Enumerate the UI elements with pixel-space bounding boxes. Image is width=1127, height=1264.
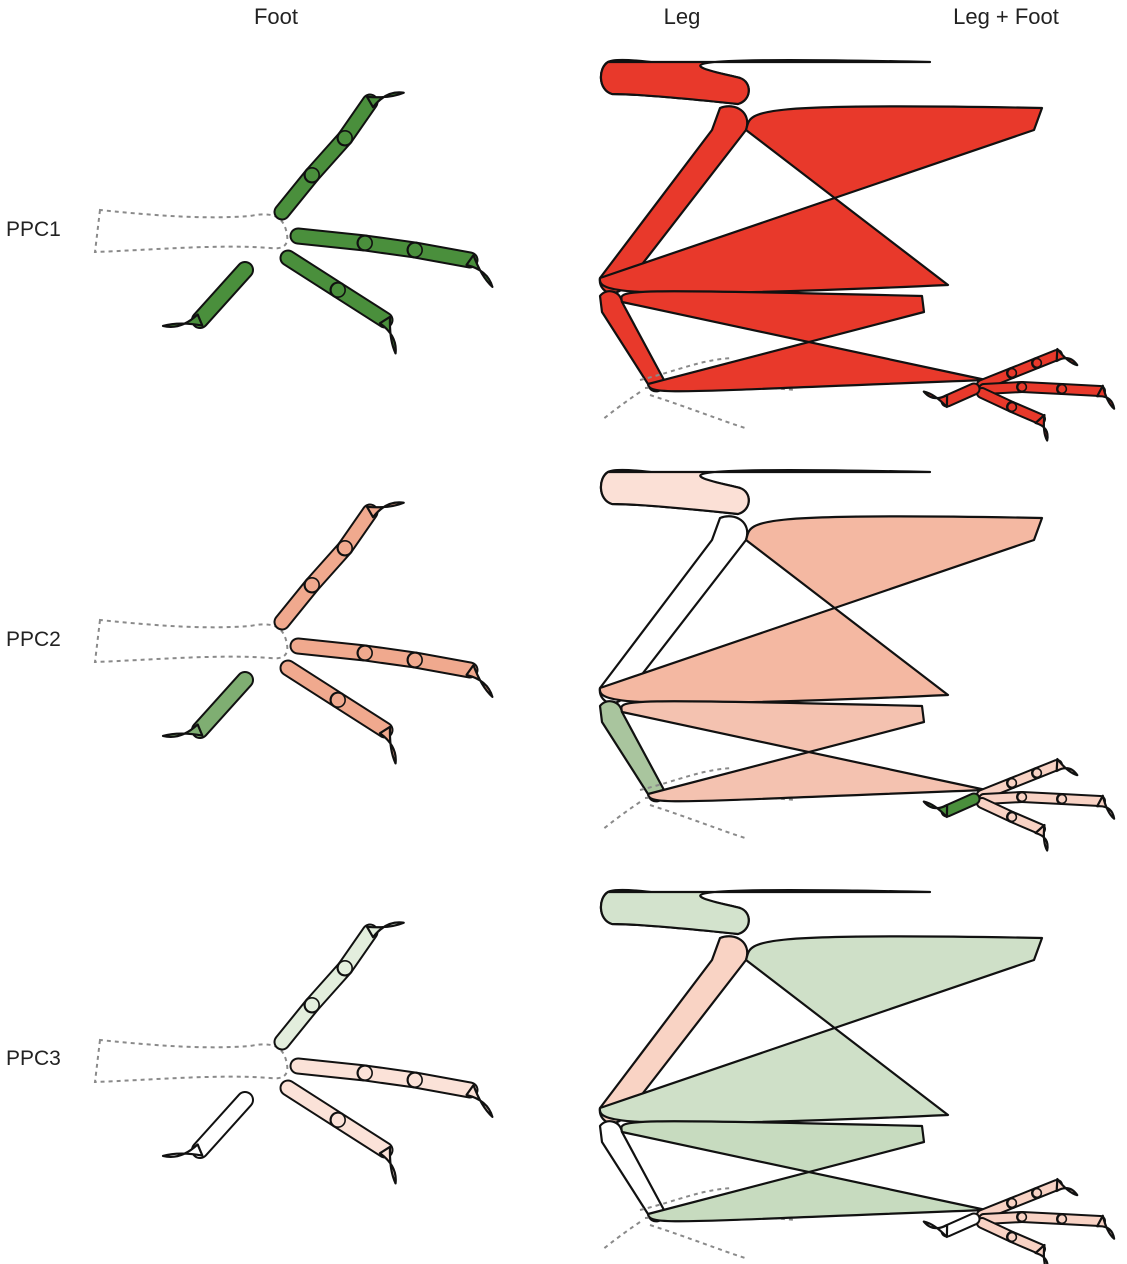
- foot-digit3-claw: [467, 665, 493, 697]
- foot-digit3-phalanx-1: [298, 1066, 365, 1073]
- toe-hallux-phalanx-1: [947, 1219, 974, 1231]
- tarsometatarsus-outline: [95, 1040, 287, 1082]
- toe-outline-4: [602, 1222, 640, 1250]
- foot-diagram-ppc3: [95, 922, 492, 1183]
- toe-hallux-claw: [924, 1222, 947, 1237]
- foot-hallux-claw: [163, 1144, 202, 1156]
- toe-outline-3: [650, 395, 745, 428]
- foot-diagram-ppc1: [95, 92, 492, 353]
- tarsometatarsus-outline: [95, 210, 287, 252]
- toe-digit3-phalanx-3: [1062, 799, 1100, 801]
- toe-digit2-claw: [1057, 1179, 1078, 1195]
- foot-digit3-claw: [467, 1085, 493, 1117]
- tarsometatarsus: [621, 291, 986, 391]
- foot-digit4-phalanx-1: [288, 668, 338, 700]
- toe-outline-3: [650, 1225, 745, 1258]
- foot-digit4-phalanx-2: [338, 1120, 385, 1150]
- foot-digit4-phalanx-1: [288, 258, 338, 290]
- foot-diagram-ppc2: [95, 502, 492, 763]
- foot-digit3-claw: [467, 255, 493, 287]
- toe-hallux-claw: [924, 802, 947, 817]
- toe-digit3-phalanx-3: [1062, 1219, 1100, 1221]
- toe-outline-3: [650, 805, 745, 838]
- toe-digit2-claw: [1057, 759, 1078, 775]
- toe-digit3-phalanx-2: [1022, 797, 1062, 799]
- tarsometatarsus-outline: [95, 620, 287, 662]
- foot-digit4-phalanx-2: [338, 290, 385, 320]
- leg-foot-diagram-ppc1: [600, 60, 1114, 440]
- foot-digit3-phalanx-1: [298, 236, 365, 243]
- foot-digit4-claw: [380, 317, 396, 354]
- toe-hallux-claw: [924, 392, 947, 407]
- tarsometatarsus: [621, 701, 986, 801]
- foot-digit4-claw: [380, 1147, 396, 1184]
- tarsometatarsus: [621, 1121, 986, 1221]
- foot-hallux-phalanx-1: [200, 680, 245, 730]
- foot-hallux-phalanx-1: [200, 1100, 245, 1150]
- femur: [601, 470, 930, 514]
- toe-digit3-phalanx-2: [1022, 387, 1062, 389]
- toe-hallux-phalanx-1: [947, 799, 974, 811]
- toe-hallux-phalanx-1: [947, 389, 974, 401]
- foot-digit4-phalanx-2: [338, 700, 385, 730]
- leg-foot-diagram-ppc2: [600, 470, 1114, 850]
- femur: [601, 890, 930, 934]
- toe-digit3-phalanx-2: [1022, 1217, 1062, 1219]
- foot-hallux-claw: [163, 314, 202, 326]
- toe-outline-4: [602, 392, 640, 420]
- toe-outline-4: [602, 802, 640, 830]
- foot-digit4-phalanx-1: [288, 1088, 338, 1120]
- toe-digit2-claw: [1057, 349, 1078, 365]
- leg-foot-diagram-ppc3: [600, 890, 1114, 1264]
- foot-hallux-phalanx-1: [200, 270, 245, 320]
- toe-digit3-phalanx-3: [1062, 389, 1100, 391]
- foot-digit4-claw: [380, 727, 396, 764]
- femur: [601, 60, 930, 104]
- foot-hallux-claw: [163, 724, 202, 736]
- foot-digit3-phalanx-1: [298, 646, 365, 653]
